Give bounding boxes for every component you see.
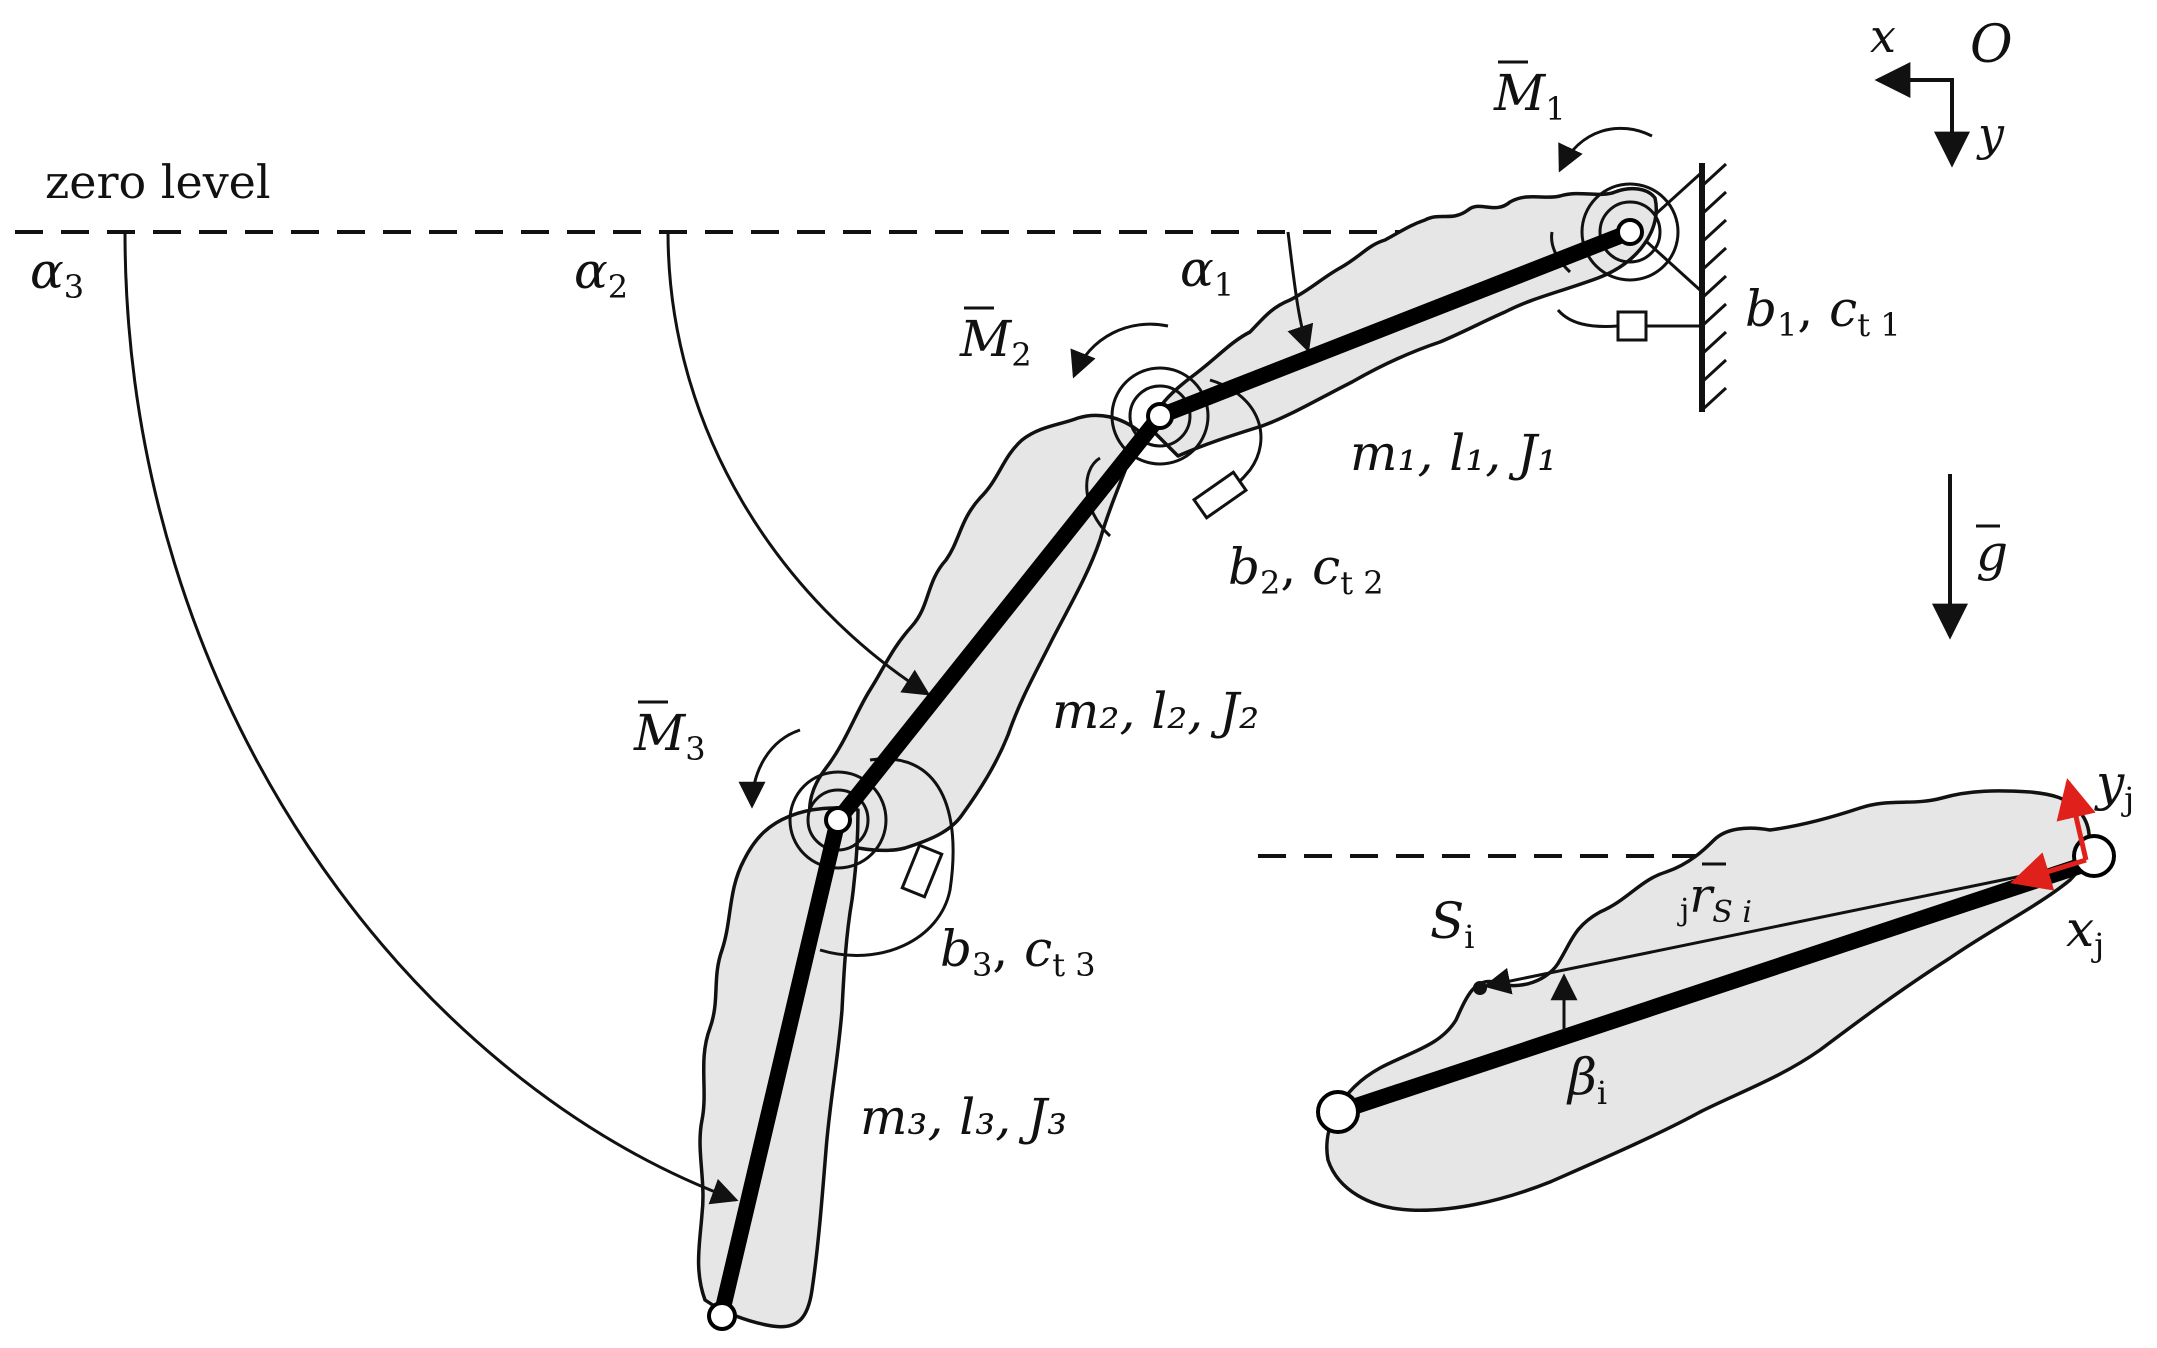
detail-center-of-mass (1473, 981, 1487, 995)
alpha2-arc (666, 231, 931, 696)
b1-ct1-label: b1, ct 1 (1745, 280, 1901, 344)
y-axis-label: y (1976, 107, 2005, 161)
joint1-spring (1550, 182, 1702, 342)
zero-level-label: zero level (45, 155, 271, 209)
b3-ct3-label: b3, ct 3 (940, 920, 1096, 984)
M3-torque-arrow (738, 728, 801, 809)
b2-ct2-label: b2, ct 2 (1228, 538, 1384, 602)
link1-params-label: m₁, l₁, J₁ (1350, 424, 1557, 482)
detail-joint-end (1316, 1090, 1360, 1134)
M1-torque-arrow (1558, 126, 1653, 173)
M1-label: M1 (1493, 64, 1566, 128)
M2-label: M2 (959, 310, 1032, 374)
detail-link-rod (1330, 854, 2100, 1120)
link2-params-label: m₂, l₂, J₂ (1052, 682, 1259, 740)
beta-label: βi (1566, 1048, 1607, 1112)
Si-label: Si (1430, 892, 1475, 956)
alpha1-arc (1286, 231, 1314, 353)
x-axis-label: x (1870, 9, 1896, 63)
link3-rod (714, 812, 846, 1320)
coordinate-frame-O (1874, 62, 1970, 168)
yj-label: yj (2094, 754, 2134, 818)
joint2 (1146, 402, 1174, 430)
xj-label: xj (2066, 900, 2104, 964)
alpha3-arc (123, 231, 739, 1205)
link2-rod (830, 408, 1168, 828)
alpha3-label: α3 (30, 242, 84, 306)
joint2-spring (1085, 366, 1263, 538)
M2-torque-arrow (1070, 322, 1169, 379)
detail-link-body (1325, 789, 2091, 1212)
M3-label: M3 (633, 704, 706, 768)
joint1 (1616, 218, 1644, 246)
alpha1-label: α1 (1180, 240, 1234, 304)
detail-position-vector (1483, 860, 2091, 995)
gravity-label: g (1976, 524, 2008, 582)
joint3 (824, 806, 852, 834)
alpha2-label: α2 (574, 242, 628, 306)
r-vector-label: jrS i (1677, 868, 1752, 930)
link3-params-label: m₃, l₃, J₃ (860, 1088, 1067, 1146)
link1-rod (1152, 224, 1638, 424)
origin-label: O (1970, 15, 2013, 75)
local-frame-j (2010, 778, 2096, 891)
link3-tip (707, 1301, 737, 1331)
